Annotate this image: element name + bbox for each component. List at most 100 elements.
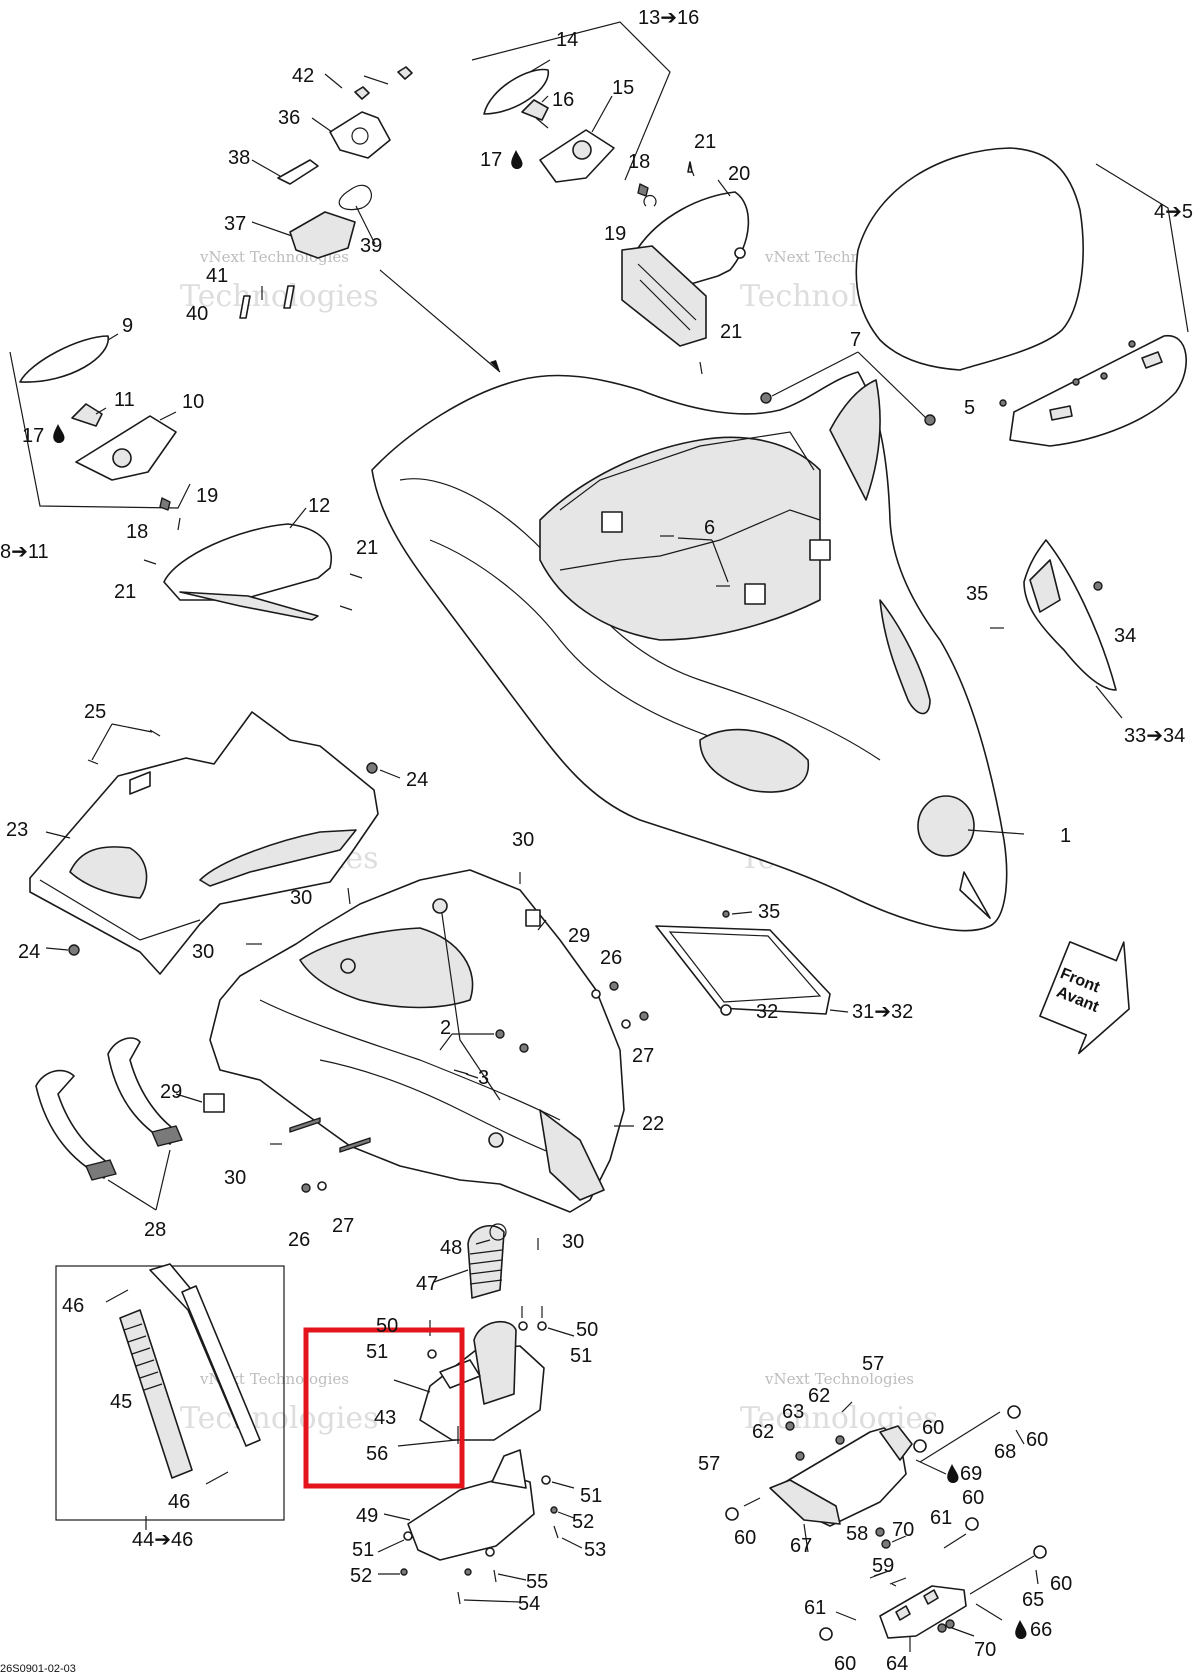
leader-14 — [529, 59, 551, 73]
part-70 — [881, 1539, 891, 1549]
main-hood-part-1 — [371, 351, 1025, 932]
part-33-mount — [1029, 559, 1061, 613]
part-7 — [924, 414, 936, 426]
part-22-crease — [319, 1059, 571, 1161]
leader-49 — [383, 1513, 411, 1521]
part-10 — [75, 415, 177, 481]
callout-3: 3 — [478, 1067, 489, 1089]
leader-59 — [891, 1583, 897, 1587]
part-23-tab — [129, 771, 151, 795]
callout-27: 27 — [332, 1215, 354, 1237]
part-65 — [969, 1555, 1035, 1595]
part-52 — [464, 1568, 472, 1576]
callout-25: 25 — [84, 701, 106, 723]
leader-51 — [377, 1539, 405, 1553]
leader-1 — [967, 829, 1025, 835]
part-22-boss — [488, 1132, 504, 1148]
leader-33 — [1095, 685, 1123, 719]
callout-29: 29 — [160, 1081, 182, 1103]
light-assembly-13-16 — [471, 21, 671, 207]
callout-2: 2 — [440, 1017, 451, 1039]
callout-5: 5 — [964, 397, 975, 419]
group-bracket-4-5 — [1095, 163, 1189, 333]
callout-30: 30 — [562, 1231, 584, 1253]
leader-28 — [155, 1149, 171, 1211]
leader-11 — [95, 407, 107, 415]
part-61 — [943, 1533, 967, 1549]
part-31 — [655, 925, 831, 1015]
part-22-boss — [340, 958, 356, 974]
part-35 — [722, 910, 730, 918]
leader-16 — [541, 95, 549, 103]
leader-7 — [771, 351, 859, 397]
part-28b — [107, 1037, 179, 1145]
part-33 — [1023, 539, 1117, 691]
leader-6 — [711, 539, 729, 583]
part-21-shaft — [689, 165, 695, 177]
callout-19: 19 — [604, 223, 626, 245]
callout-26: 26 — [288, 1229, 310, 1251]
shroud-assembly-43-56 — [377, 1223, 583, 1605]
callout-45: 45 — [110, 1391, 132, 1413]
callout-33-34: 33➔34 — [1124, 725, 1185, 747]
callout-34: 34 — [1114, 625, 1136, 647]
leader-25 — [111, 723, 153, 733]
leader-36 — [311, 117, 333, 133]
callout-27: 27 — [632, 1045, 654, 1067]
leader-24 — [379, 769, 401, 779]
leader-69 — [915, 1459, 947, 1475]
callout-30: 30 — [192, 941, 214, 963]
part-42b — [397, 66, 413, 80]
callout-42: 42 — [292, 65, 314, 87]
drop-icon — [947, 1464, 959, 1483]
part-60 — [725, 1507, 739, 1521]
callout-37: 37 — [224, 213, 246, 235]
callout-21: 21 — [356, 537, 378, 559]
front-direction-arrow: Front Avant — [1039, 941, 1130, 1055]
callout-35: 35 — [966, 583, 988, 605]
leader-38 — [251, 159, 281, 177]
part-1-nose — [959, 871, 991, 919]
callout-23: 23 — [6, 819, 28, 841]
part-67-mount — [879, 1425, 913, 1461]
callout-51: 51 — [570, 1345, 592, 1367]
part-25 — [87, 759, 99, 765]
part-52 — [400, 1568, 408, 1576]
leader-31-32 — [829, 1009, 849, 1013]
leader-35 — [731, 911, 753, 915]
part-70 — [945, 1619, 955, 1629]
part-22-recess — [299, 927, 474, 1009]
leader-10 — [159, 411, 177, 421]
callout-66: 66 — [1030, 1619, 1052, 1641]
leader-58 — [873, 1569, 893, 1577]
callout-30: 30 — [224, 1167, 246, 1189]
group-bracket-13-16 — [471, 21, 671, 181]
part-1-front-light — [917, 795, 975, 857]
callout-51: 51 — [580, 1485, 602, 1507]
leader-56 — [397, 1439, 457, 1447]
part-1-frame — [559, 431, 815, 511]
callout-49: 49 — [356, 1505, 378, 1527]
callout-54: 54 — [518, 1593, 540, 1615]
part-22-rib — [439, 899, 501, 1101]
part-2 — [519, 1043, 529, 1053]
callout-67: 67 — [790, 1535, 812, 1557]
part-5 — [1072, 378, 1080, 386]
footrest-assembly-57-70 — [725, 1401, 1047, 1652]
callout-39: 39 — [360, 235, 382, 257]
leader-29 — [175, 1093, 203, 1103]
leader-68 — [1015, 1429, 1025, 1445]
part-46 — [105, 1289, 129, 1303]
part-64 — [879, 1585, 967, 1639]
part-1-crease — [429, 539, 721, 741]
part-51 — [537, 1321, 547, 1331]
callout-22: 22 — [642, 1113, 664, 1135]
callout-69: 69 — [960, 1463, 982, 1485]
part-9 — [19, 335, 109, 383]
drop-icon — [53, 424, 65, 443]
part-59 — [889, 1577, 907, 1585]
callout-60: 60 — [922, 1417, 944, 1439]
leader-67 — [803, 1523, 809, 1553]
part-23 — [29, 711, 379, 975]
part-29 — [203, 1093, 225, 1113]
